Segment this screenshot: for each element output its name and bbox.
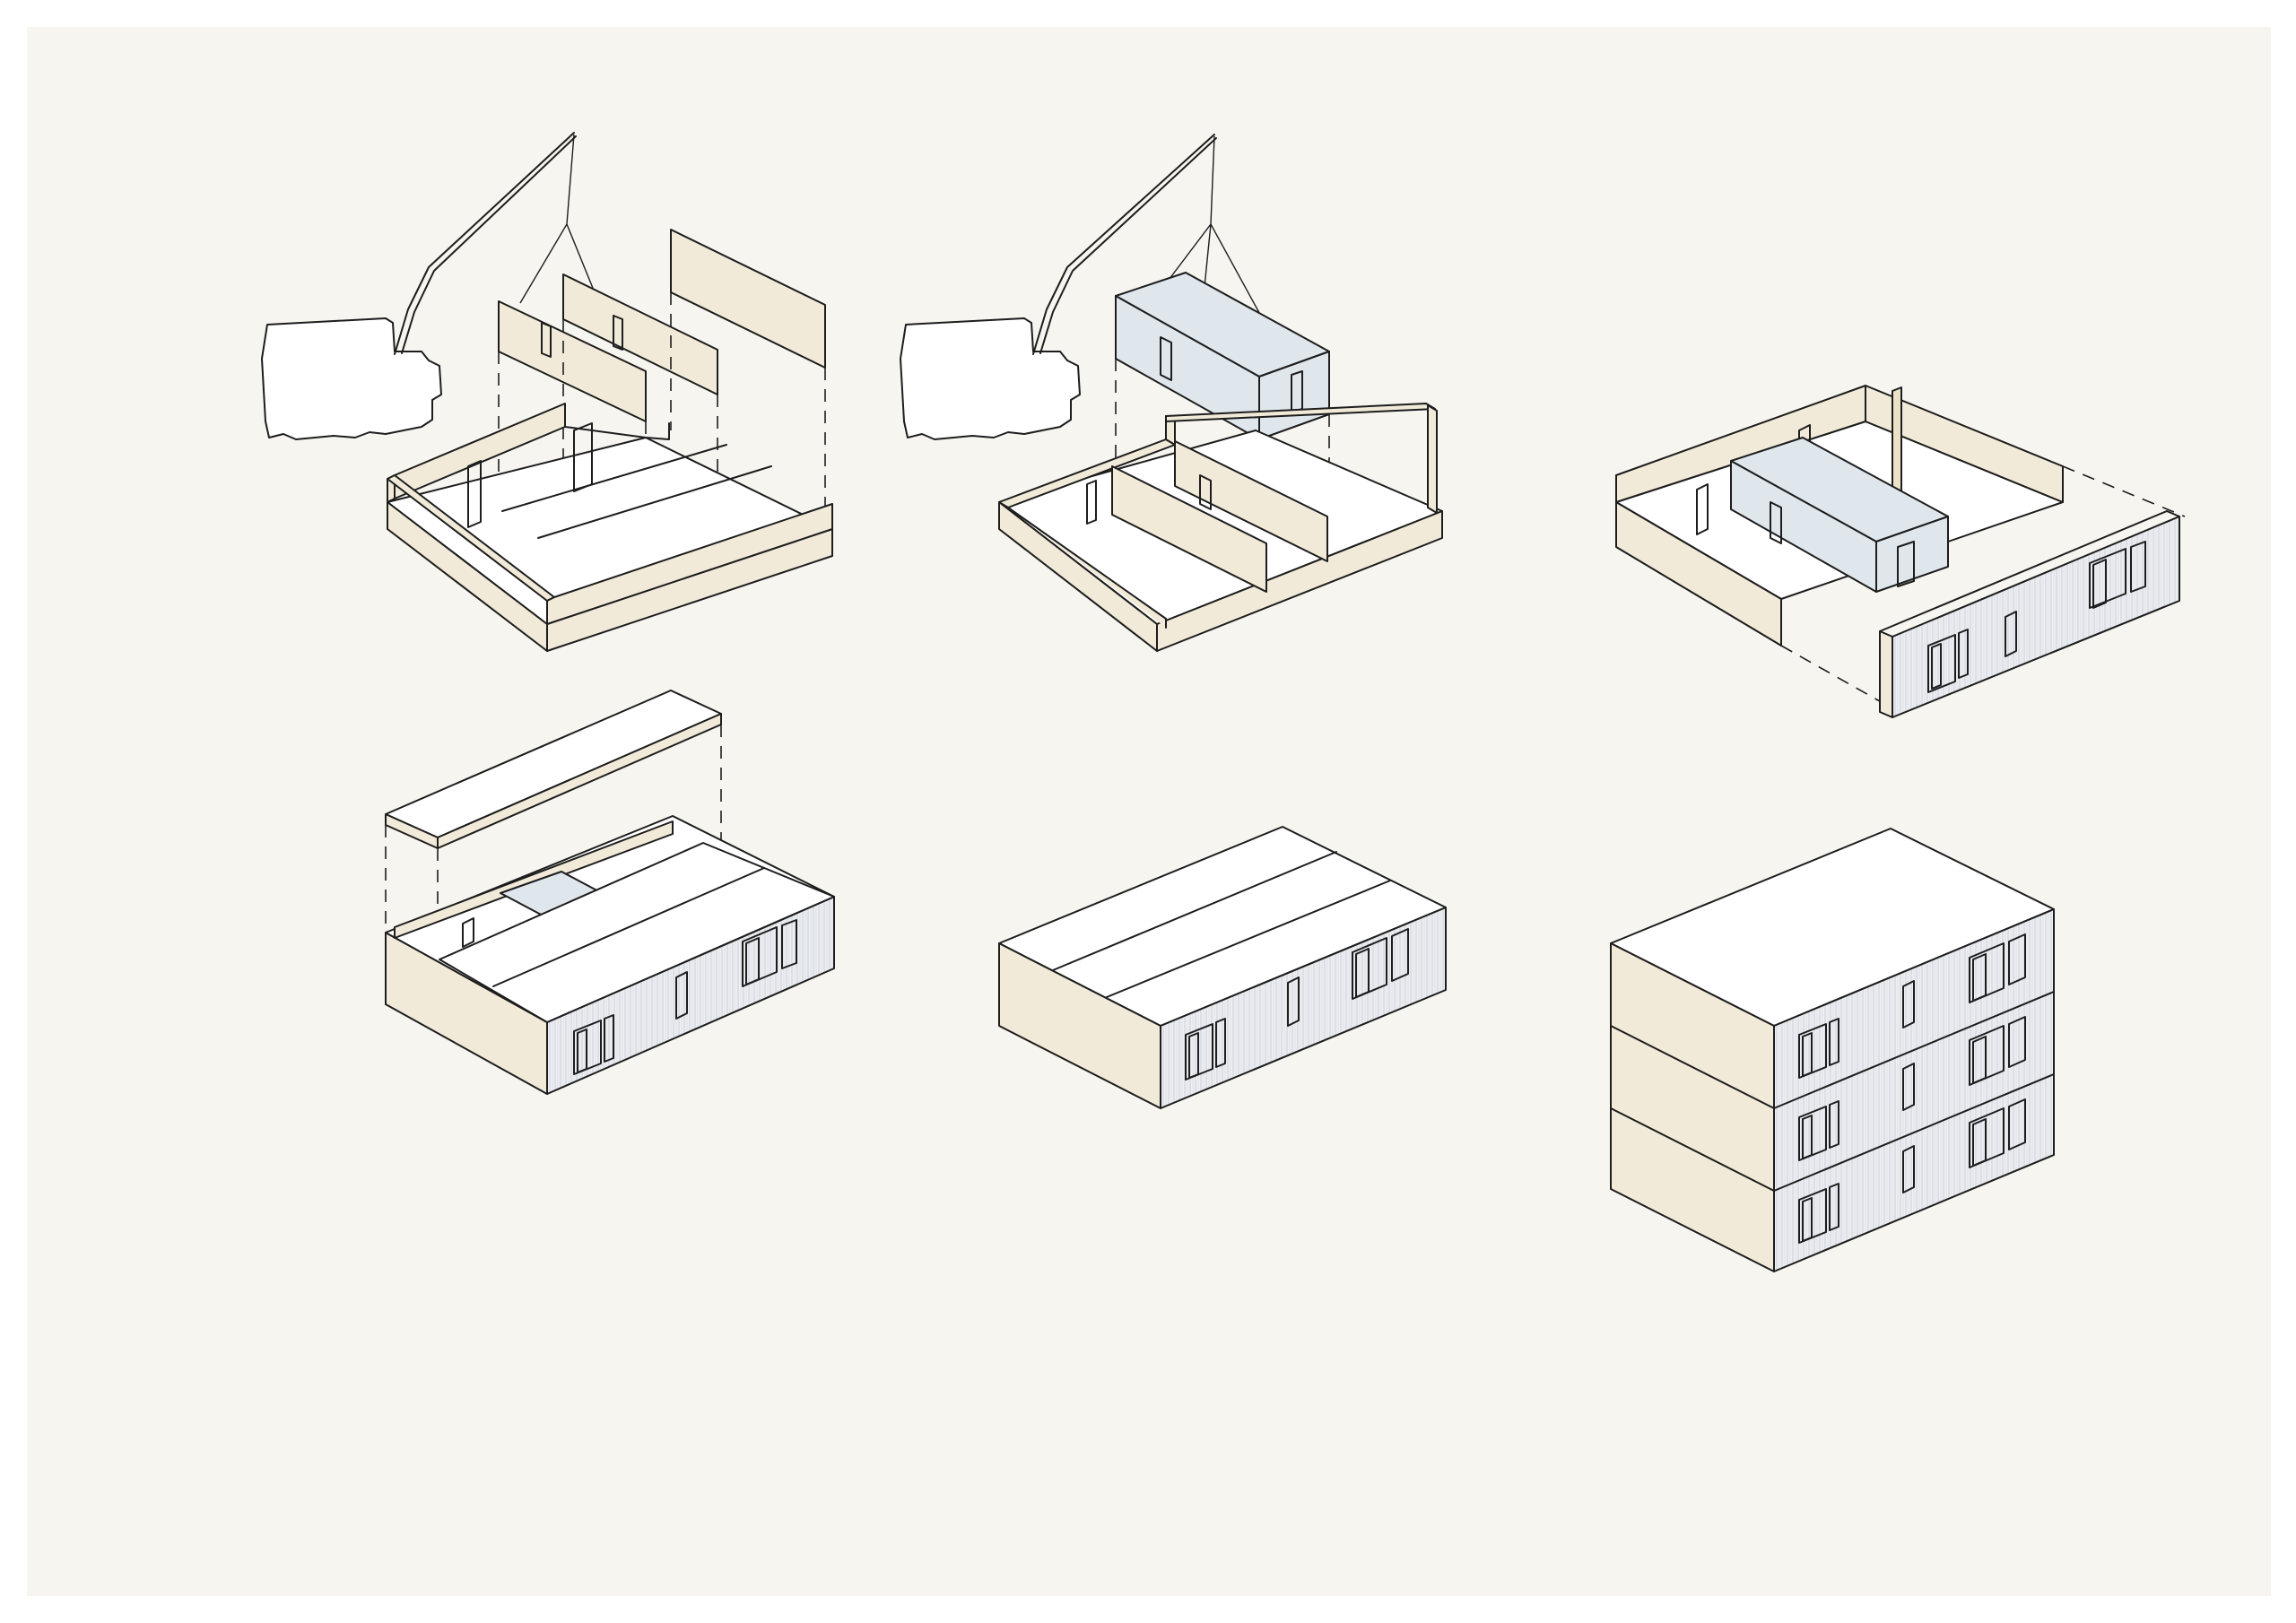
crane-truck-icon	[900, 317, 1081, 440]
step-2-volumetric-module	[900, 134, 1443, 652]
crane-truck-icon	[261, 317, 442, 440]
step-4-roof-panel	[385, 690, 835, 1095]
step-1-wall-panels	[261, 132, 833, 652]
step-3-facade-panel	[1615, 385, 2186, 718]
crane-boom	[394, 132, 577, 355]
step-6-stacked-storeys	[1610, 828, 2055, 1272]
crane-boom	[1032, 134, 1217, 355]
sheet-background	[27, 27, 2271, 1596]
step-5-completed-unit	[998, 826, 1447, 1109]
